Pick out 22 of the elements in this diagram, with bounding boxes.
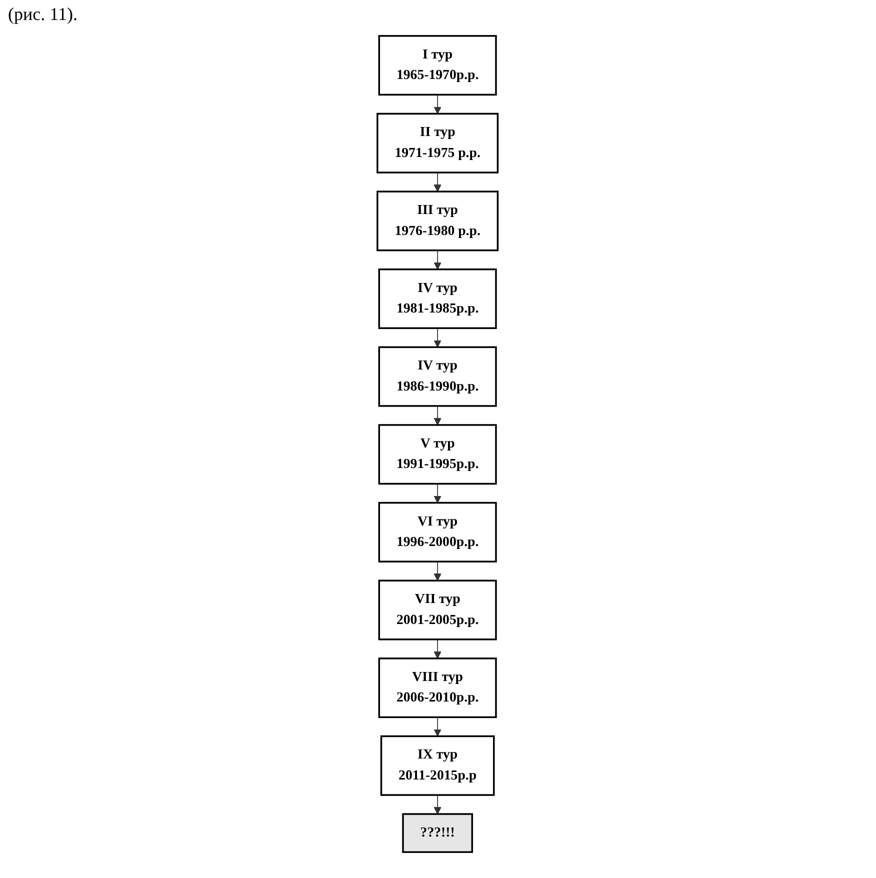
node-box: III тур 1976-1980 р.р. bbox=[377, 190, 499, 252]
node-box: V тур 1991-1995р.р. bbox=[378, 424, 498, 485]
arrow bbox=[434, 483, 442, 504]
arrow bbox=[434, 172, 442, 192]
arrow bbox=[434, 406, 442, 426]
arrow bbox=[434, 250, 442, 270]
node-box: IX тур 2011-2015р.р bbox=[380, 735, 496, 796]
node-box: II тур 1971-1975 р.р. bbox=[377, 112, 499, 174]
node-box: VII тур 2001-2005р.р. bbox=[378, 580, 498, 640]
arrow bbox=[434, 328, 442, 348]
node-box: VIII тур 2006-2010р.р. bbox=[378, 658, 498, 718]
node-box: ???!!! bbox=[402, 813, 474, 853]
node-box: VI тур 1996-2000р.р. bbox=[378, 502, 498, 562]
figure-reference: (рис. 11). bbox=[8, 4, 78, 25]
node-box: I тур 1965-1970р.р. bbox=[378, 35, 498, 96]
arrow bbox=[434, 716, 442, 737]
arrow bbox=[434, 794, 442, 814]
arrow bbox=[434, 561, 442, 581]
node-box: IV тур 1981-1985р.р. bbox=[378, 268, 498, 329]
arrow bbox=[434, 94, 442, 114]
arrow bbox=[434, 638, 442, 659]
node-box: IV тур 1986-1990р.р. bbox=[378, 346, 498, 407]
